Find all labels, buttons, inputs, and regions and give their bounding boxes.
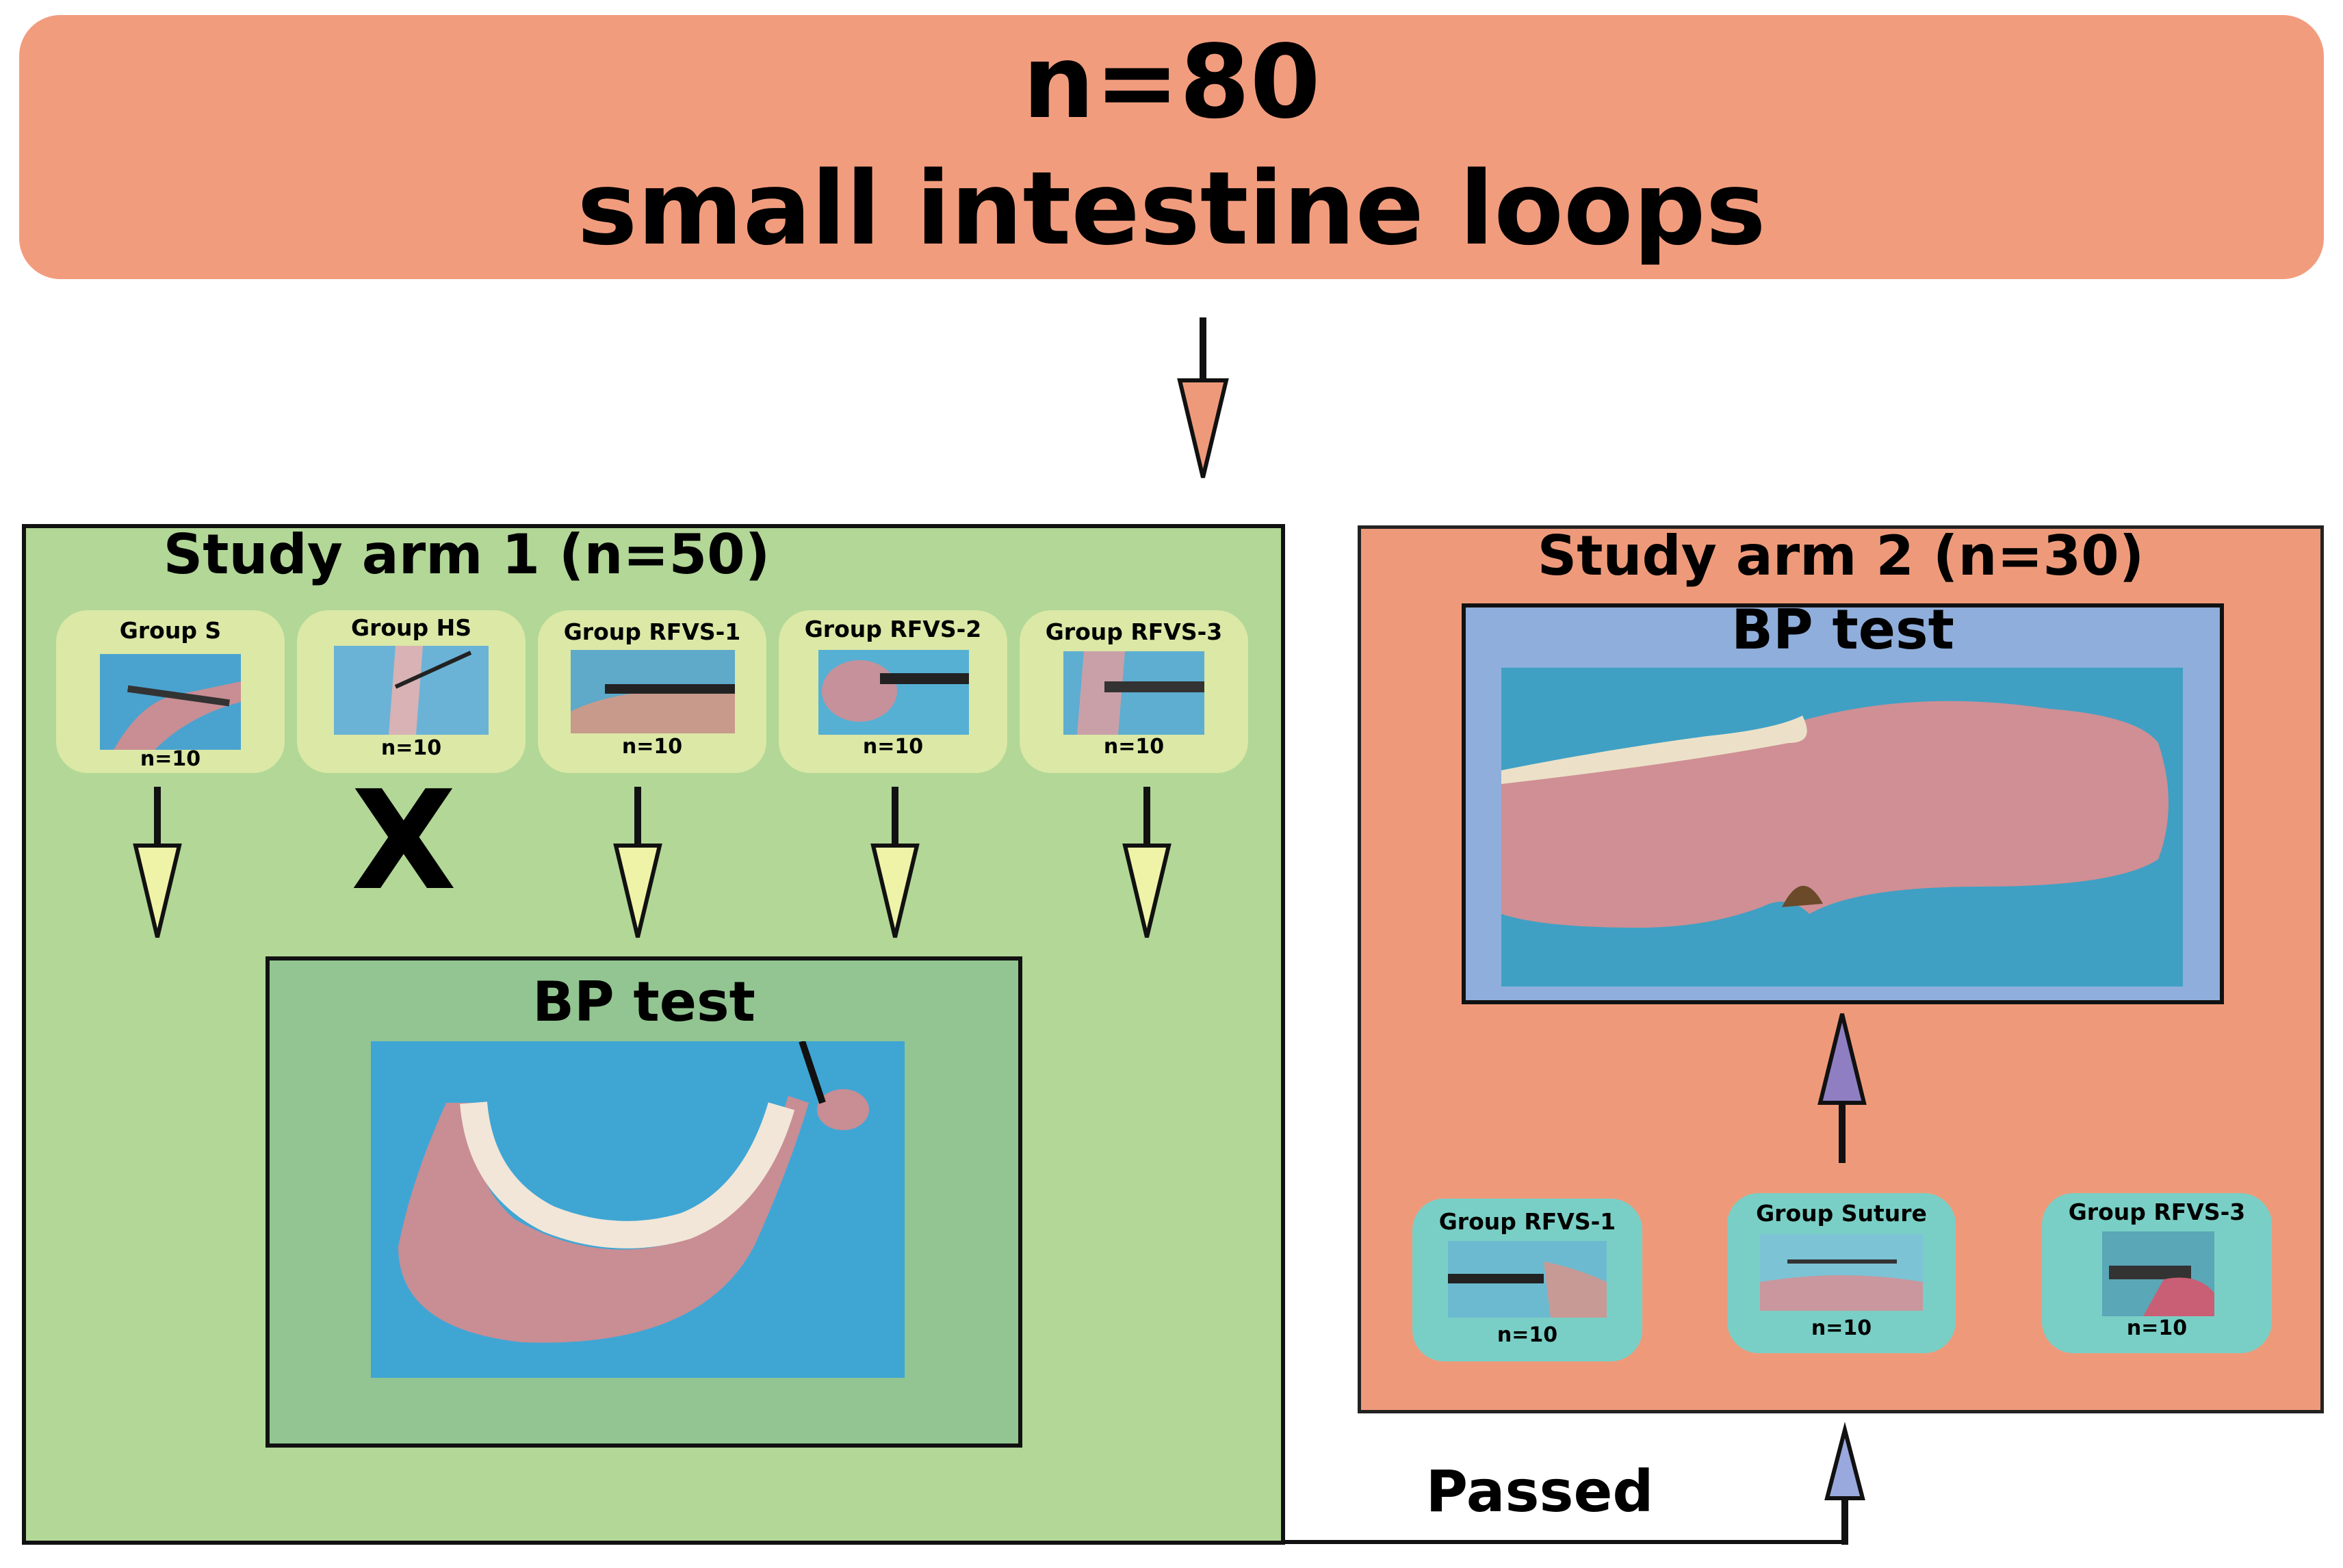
arm1-group-label: Group RFVS-3 bbox=[1045, 618, 1223, 645]
arm1-group-card: Group HS n=10 bbox=[297, 610, 526, 773]
group-photo bbox=[1063, 651, 1204, 735]
group-photo bbox=[571, 650, 735, 733]
arm1-down-arrow bbox=[613, 787, 662, 938]
arm2-bp-test-title: BP test bbox=[1731, 598, 1954, 662]
arm1-bp-test-photo bbox=[371, 1041, 905, 1378]
group-photo bbox=[1760, 1234, 1923, 1311]
study-arm-2-title: Study arm 2 (n=30) bbox=[1537, 524, 2145, 588]
arm1-down-arrow bbox=[1122, 787, 1172, 938]
arm2-bp-test-photo bbox=[1501, 668, 2183, 986]
group-photo bbox=[100, 654, 241, 750]
arm1-down-arrow bbox=[870, 787, 920, 938]
arm2-group-label: Group RFVS-1 bbox=[1438, 1208, 1616, 1235]
arm2-group-n: n=10 bbox=[1811, 1316, 1872, 1340]
arm2-group-n: n=10 bbox=[2126, 1316, 2188, 1340]
passed-label: Passed bbox=[1425, 1458, 1654, 1525]
arm1-group-card: Group RFVS-2 n=10 bbox=[779, 610, 1007, 773]
group-photo bbox=[818, 650, 969, 735]
arm2-group-card: Group RFVS-1 n=10 bbox=[1412, 1199, 1642, 1361]
group-photo bbox=[334, 646, 489, 735]
study-arm-1-title: Study arm 1 (n=50) bbox=[163, 523, 771, 586]
excluded-x-mark: X bbox=[350, 761, 457, 921]
arm2-group-n: n=10 bbox=[1497, 1323, 1558, 1347]
top-banner bbox=[19, 15, 2324, 279]
arm1-group-n: n=10 bbox=[621, 735, 683, 759]
group-photo bbox=[2102, 1231, 2214, 1316]
total-count: n=80 bbox=[1022, 23, 1321, 141]
arm1-group-label: Group S bbox=[119, 617, 222, 644]
arm2-group-card: Group RFVS-3 n=10 bbox=[2042, 1193, 2272, 1353]
arm1-group-n: n=10 bbox=[380, 736, 442, 760]
arm1-down-arrow bbox=[133, 787, 182, 938]
arm2-group-label: Group Suture bbox=[1756, 1200, 1927, 1227]
arm1-bp-test-title: BP test bbox=[532, 970, 755, 1034]
arm1-group-n: n=10 bbox=[1103, 735, 1165, 759]
arm1-group-label: Group HS bbox=[350, 614, 472, 641]
arm2-up-arrow bbox=[1817, 1013, 1867, 1163]
arm2-group-label: Group RFVS-3 bbox=[2068, 1199, 2246, 1225]
group-photo bbox=[1448, 1241, 1607, 1318]
passed-connector bbox=[1285, 1422, 1865, 1545]
arm2-group-card: Group Suture n=10 bbox=[1727, 1193, 1956, 1353]
arm1-group-card: Group S n=10 bbox=[56, 610, 285, 773]
main-down-arrow bbox=[1177, 317, 1229, 478]
arm1-group-n: n=10 bbox=[862, 735, 924, 759]
arm1-group-label: Group RFVS-2 bbox=[804, 616, 982, 642]
arm1-group-card: Group RFVS-1 n=10 bbox=[538, 610, 766, 773]
total-description: small intestine loops bbox=[577, 150, 1766, 267]
arm1-group-card: Group RFVS-3 n=10 bbox=[1020, 610, 1248, 773]
arm1-group-n: n=10 bbox=[140, 747, 201, 771]
arm1-group-label: Group RFVS-1 bbox=[563, 618, 741, 645]
